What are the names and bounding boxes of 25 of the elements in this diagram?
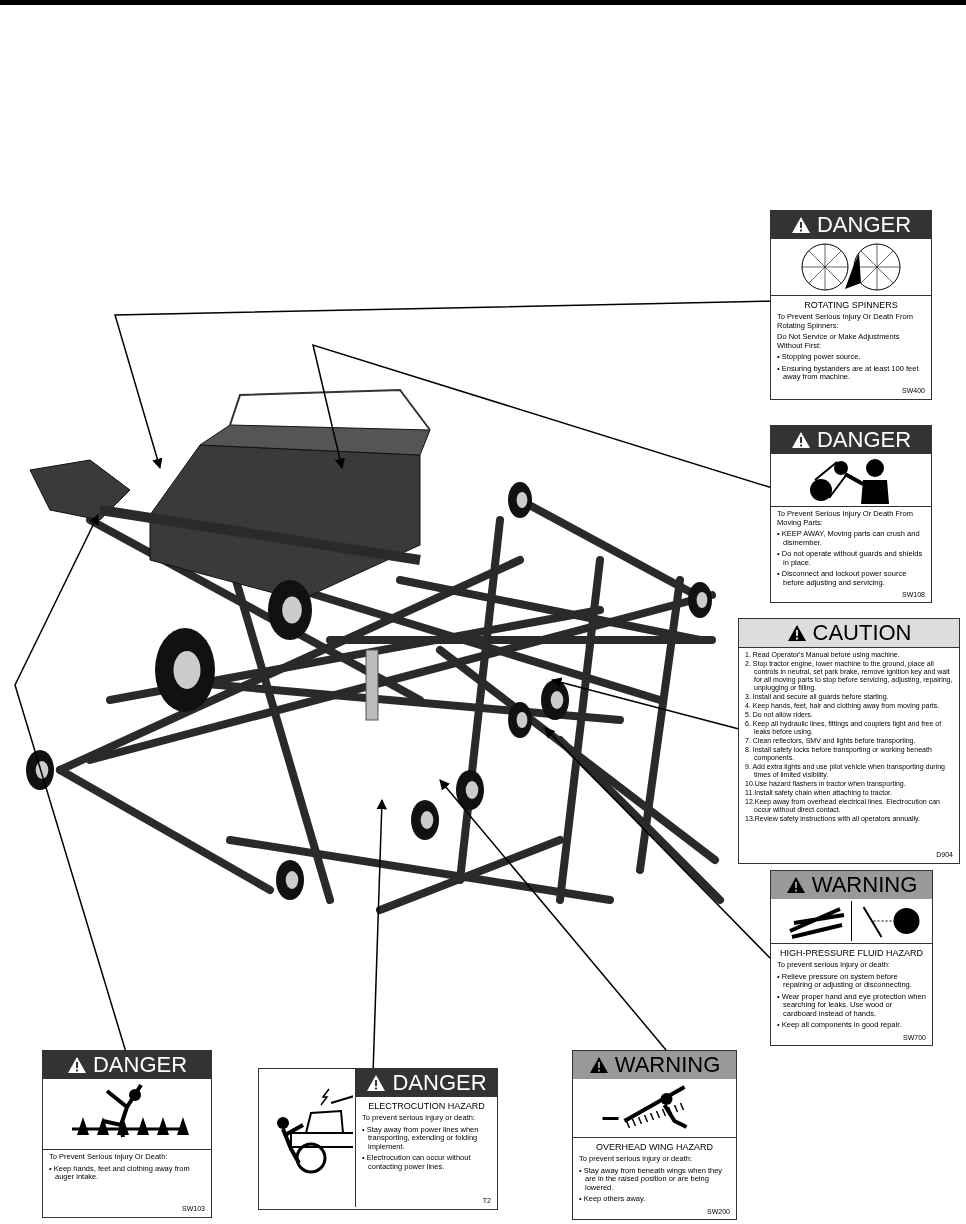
- leader-line: [551, 677, 739, 730]
- signal-word: CAUTION: [812, 621, 912, 645]
- caution-decal: [738, 618, 960, 864]
- danger-decal: [42, 1050, 212, 1218]
- leader-line: [439, 779, 667, 1051]
- signal-word: WARNING: [811, 873, 918, 897]
- leader-line: [114, 300, 771, 469]
- danger-decal: [770, 210, 932, 400]
- signal-word: DANGER: [816, 213, 912, 237]
- signal-word: DANGER: [816, 428, 912, 452]
- leader-line: [14, 514, 127, 1051]
- signal-word: WARNING: [614, 1053, 721, 1077]
- leader-line: [372, 798, 387, 1069]
- leader-line: [311, 343, 771, 489]
- hazard-title: OVERHEAD WING HAZARD: [595, 1142, 714, 1152]
- warning-decal: [572, 1050, 737, 1220]
- danger-decal: [258, 1068, 498, 1210]
- danger-decal: [770, 425, 932, 603]
- signal-word: DANGER: [92, 1053, 188, 1077]
- warning-decal: [770, 870, 933, 1046]
- hazard-title: HIGH-PRESSURE FLUID HAZARD: [779, 948, 924, 958]
- leader-line: [544, 727, 771, 959]
- signal-word: DANGER: [392, 1071, 487, 1095]
- hazard-title: ELECTROCUTION HAZARD: [367, 1101, 486, 1111]
- hazard-title: ROTATING SPINNERS: [803, 300, 899, 310]
